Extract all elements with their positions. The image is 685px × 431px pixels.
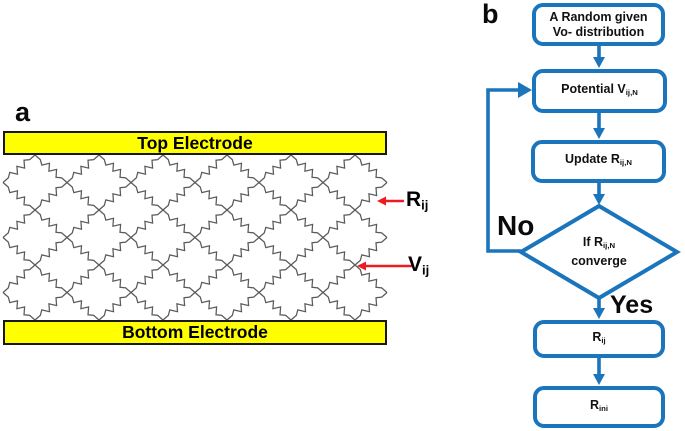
panel-b-label: b: [482, 0, 499, 29]
flow-box-random-vo: A Random given Vo- distribution: [532, 3, 665, 46]
bottom-electrode-label: Bottom Electrode: [122, 322, 268, 342]
vij-annotation-arrow: [357, 261, 412, 271]
no-branch-label: No: [497, 210, 535, 241]
rij-annotation-arrow: [377, 196, 404, 206]
top-electrode: Top Electrode: [3, 131, 387, 155]
bottom-electrode: Bottom Electrode: [3, 320, 387, 345]
flow-box-rini: Rini: [533, 386, 665, 428]
top-electrode-label: Top Electrode: [137, 132, 253, 153]
rij-label: Rij: [406, 188, 429, 213]
flow-box-rij: Rij: [533, 320, 665, 358]
flow-box-potential: Potential Vij,N: [532, 69, 667, 113]
decision-diamond-text: If Rij,N converge: [571, 235, 627, 268]
panel-a-label: a: [15, 97, 31, 127]
yes-branch-label: Yes: [610, 291, 654, 319]
vij-label: Vij: [408, 253, 430, 278]
flow-box-update: Update Rij,N: [531, 140, 666, 183]
